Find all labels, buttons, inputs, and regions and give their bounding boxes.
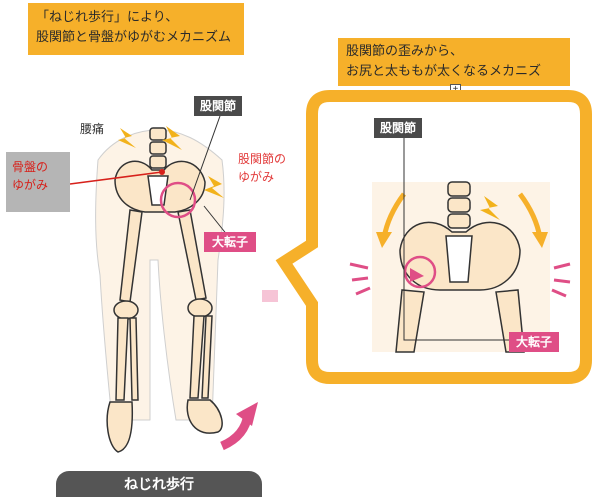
note-hip-distortion-mechanism: 股関節の歪みから、 お尻と太ももが太くなるメカニズ <box>338 38 570 86</box>
knee-left <box>113 300 139 320</box>
label-hip-dist-line2: ゆがみ <box>238 170 275 184</box>
marker-square <box>262 290 278 302</box>
skeleton-left <box>106 127 223 453</box>
zoom-hip-highlight <box>403 255 437 289</box>
pink-arrow-head <box>236 402 258 426</box>
label-pelvis-line2: ゆがみ <box>12 178 49 192</box>
pressure-marks <box>349 262 571 298</box>
fibula-left <box>129 317 139 401</box>
knee-right <box>187 298 213 318</box>
pelvis-callout-dot <box>159 169 165 175</box>
fibula-right <box>201 315 213 399</box>
note-right-line2: お尻と太ももが太くなるメカニズ <box>346 64 542 79</box>
pain-spark-icon-zoom <box>480 196 500 220</box>
tag-greater-trochanter: 大転子 <box>204 232 257 252</box>
note-left-line2: 股関節と骨盤がゆがむメカニズム <box>36 30 232 45</box>
tag-hip-joint-zoom: 股関節 <box>374 118 423 138</box>
femur-right <box>177 209 207 301</box>
zoom-callout-lines <box>403 132 520 341</box>
foot-left <box>106 401 134 453</box>
sacrum <box>147 175 169 206</box>
label-hip-joint-distortion: 股関節の ゆがみ <box>238 150 286 186</box>
foot-right <box>186 399 223 434</box>
vertebra <box>149 155 167 169</box>
tibia-left <box>115 317 129 401</box>
note-twisted-walk-mechanism: 「ねじれ歩行」により、 股関節と骨盤がゆがむメカニズム <box>28 3 244 55</box>
caption-twisted-walking: ねじれ歩行 <box>56 471 262 497</box>
tag-greater-trochanter-zoom: 大転子 <box>509 332 560 352</box>
vertebra <box>149 127 167 141</box>
label-pelvis-line1: 骨盤の <box>12 160 49 174</box>
hip-joint-highlight <box>159 181 197 219</box>
zoom-arrow-icon <box>410 268 424 282</box>
vertebra <box>149 141 167 155</box>
label-pelvis-distortion: 骨盤の ゆがみ <box>6 152 70 212</box>
label-back-pain: 腰痛 <box>80 122 105 136</box>
hip-callout-line <box>189 115 221 201</box>
note-right-line1: 股関節の歪みから、 <box>346 44 464 59</box>
tag-hip-joint: 股関節 <box>194 96 243 116</box>
tibia-right <box>189 315 205 399</box>
label-hip-dist-line1: 股関節の <box>238 152 287 166</box>
trochanter-callout-line <box>203 205 229 237</box>
pelvis-callout-line <box>69 171 163 185</box>
note-left-line1: 「ねじれ歩行」により、 <box>36 10 179 25</box>
pain-spark-icon <box>118 126 224 198</box>
